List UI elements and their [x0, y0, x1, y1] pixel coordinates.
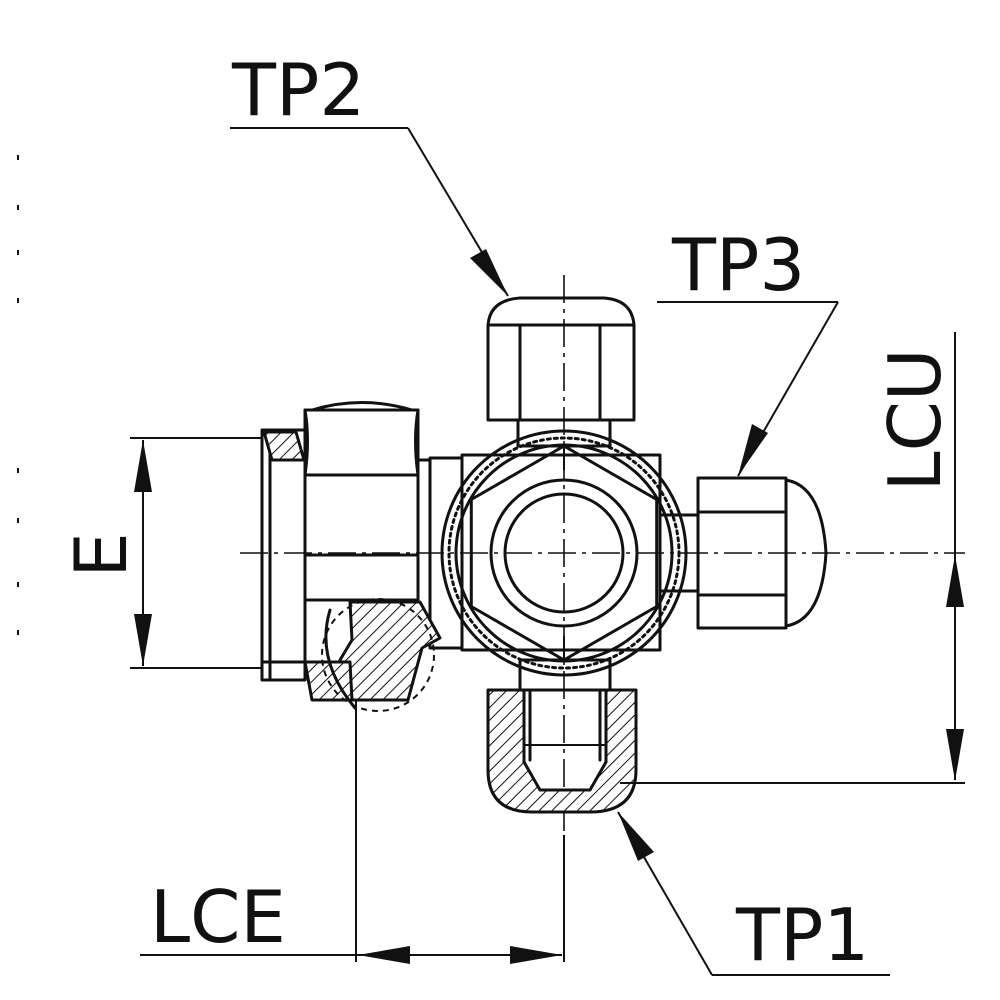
label-tp3: TP3 — [671, 223, 805, 307]
left-connection — [260, 401, 442, 712]
leader-tp1 — [617, 811, 890, 976]
dimension-lce — [140, 700, 565, 964]
label-lcu: LCU — [873, 348, 957, 491]
label-lce: LCE — [150, 875, 286, 959]
label-tp1: TP1 — [735, 893, 869, 977]
dimension-lcu — [620, 332, 965, 784]
top-connection — [486, 296, 636, 448]
leader-tp3 — [657, 301, 839, 477]
right-connection — [658, 476, 828, 630]
label-e: E — [59, 532, 143, 578]
leader-tp2 — [230, 127, 509, 297]
bottom-connection — [486, 658, 638, 814]
center-lines — [240, 275, 965, 835]
dimension-e — [130, 437, 262, 669]
label-tp2: TP2 — [231, 48, 365, 132]
